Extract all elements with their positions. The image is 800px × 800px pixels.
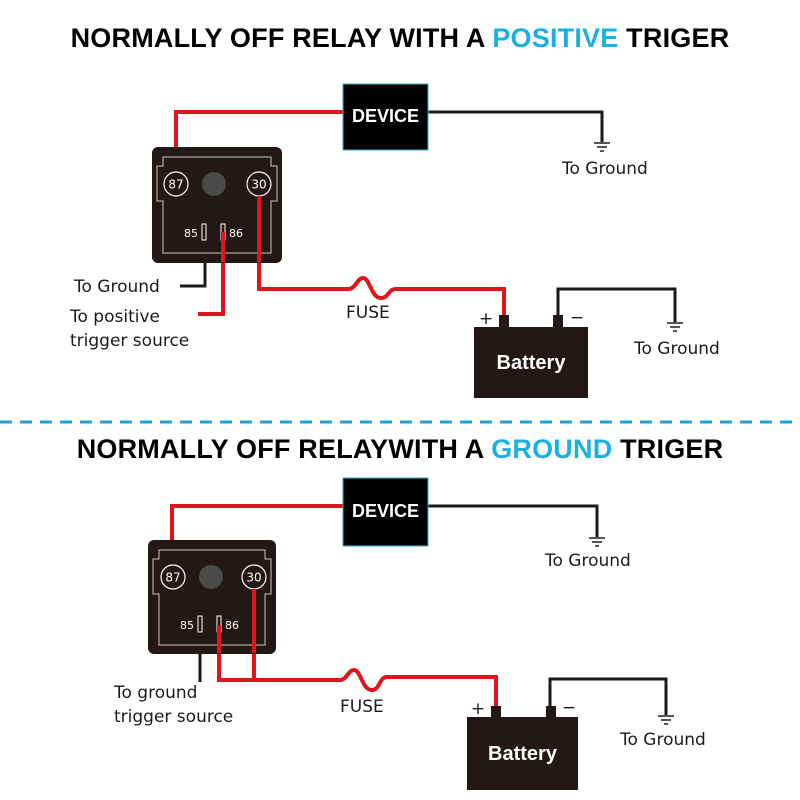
relay: 87 30 85 86 bbox=[148, 540, 276, 654]
battery-minus-sign: − bbox=[570, 308, 584, 328]
pin-85-label: 85 bbox=[184, 227, 198, 240]
wire-device-to-ground bbox=[428, 110, 604, 142]
wire-battery-minus-to-ground bbox=[548, 677, 668, 715]
wire-device-to-ground bbox=[428, 504, 599, 537]
battery-minus-sign: − bbox=[562, 698, 576, 718]
pin-87-label: 87 bbox=[165, 571, 180, 585]
relay: 87 30 85 86 bbox=[152, 147, 282, 263]
ground-icon bbox=[589, 537, 605, 547]
wire-30-fuse-to-battery-plus bbox=[257, 196, 506, 316]
pin-87-label: 87 bbox=[168, 178, 183, 192]
device-box: DEVICE bbox=[342, 477, 429, 547]
wire-battery-minus-to-ground bbox=[556, 287, 677, 322]
pin-85-label: 85 bbox=[180, 619, 194, 632]
pin-85 bbox=[201, 223, 207, 241]
pin86-trigger-label-1: To positive bbox=[69, 307, 160, 327]
pin-86-label: 86 bbox=[229, 227, 243, 240]
pin-85 bbox=[197, 615, 203, 633]
section-positive-trigger: NORMALLY OFF RELAY WITH A POSITIVE TRIGE… bbox=[69, 23, 729, 398]
pin-30-label: 30 bbox=[251, 178, 266, 192]
title-suffix: TRIGER bbox=[618, 23, 729, 53]
device-label: DEVICE bbox=[352, 106, 419, 126]
section-title: NORMALLY OFF RELAYWITH A GROUND TRIGER bbox=[77, 434, 724, 464]
battery: Battery bbox=[474, 315, 588, 398]
device-ground-label: To Ground bbox=[544, 551, 631, 571]
device-label: DEVICE bbox=[352, 501, 419, 521]
fuse-label: FUSE bbox=[340, 697, 384, 717]
pin-86-label: 86 bbox=[225, 619, 239, 632]
section-title: NORMALLY OFF RELAY WITH A POSITIVE TRIGE… bbox=[71, 23, 730, 53]
battery-plus-sign: + bbox=[479, 309, 493, 329]
pin-87 bbox=[163, 171, 189, 197]
battery-label: Battery bbox=[497, 352, 567, 374]
pin85-trigger-label-2: trigger source bbox=[114, 707, 233, 727]
ground-icon bbox=[594, 142, 610, 152]
wire-85-to-ground bbox=[180, 258, 207, 288]
title-highlight: POSITIVE bbox=[492, 23, 618, 53]
ground-icon bbox=[667, 322, 683, 332]
section-ground-trigger: NORMALLY OFF RELAYWITH A GROUND TRIGER D… bbox=[77, 434, 724, 790]
device-ground-label: To Ground bbox=[561, 159, 648, 179]
battery-label: Battery bbox=[488, 743, 558, 765]
battery-ground-label: To Ground bbox=[619, 730, 706, 750]
title-suffix: TRIGER bbox=[612, 434, 723, 464]
pin85-trigger-label-1: To ground bbox=[113, 683, 197, 703]
pin85-ground-label: To Ground bbox=[73, 277, 160, 297]
title-prefix: NORMALLY OFF RELAY WITH A bbox=[71, 23, 493, 53]
relay-indicator bbox=[199, 565, 223, 589]
device-box: DEVICE bbox=[342, 83, 429, 151]
pin-30-label: 30 bbox=[246, 571, 261, 585]
title-prefix: NORMALLY OFF RELAYWITH A bbox=[77, 434, 492, 464]
relay-indicator bbox=[202, 172, 226, 196]
ground-icon bbox=[658, 715, 674, 725]
pin86-trigger-label-2: trigger source bbox=[70, 331, 189, 351]
fuse-label: FUSE bbox=[346, 303, 390, 323]
battery-plus-sign: + bbox=[471, 699, 485, 719]
title-highlight: GROUND bbox=[491, 434, 612, 464]
battery-ground-label: To Ground bbox=[633, 339, 720, 359]
battery: Battery bbox=[467, 706, 578, 790]
pin-87 bbox=[160, 564, 186, 590]
